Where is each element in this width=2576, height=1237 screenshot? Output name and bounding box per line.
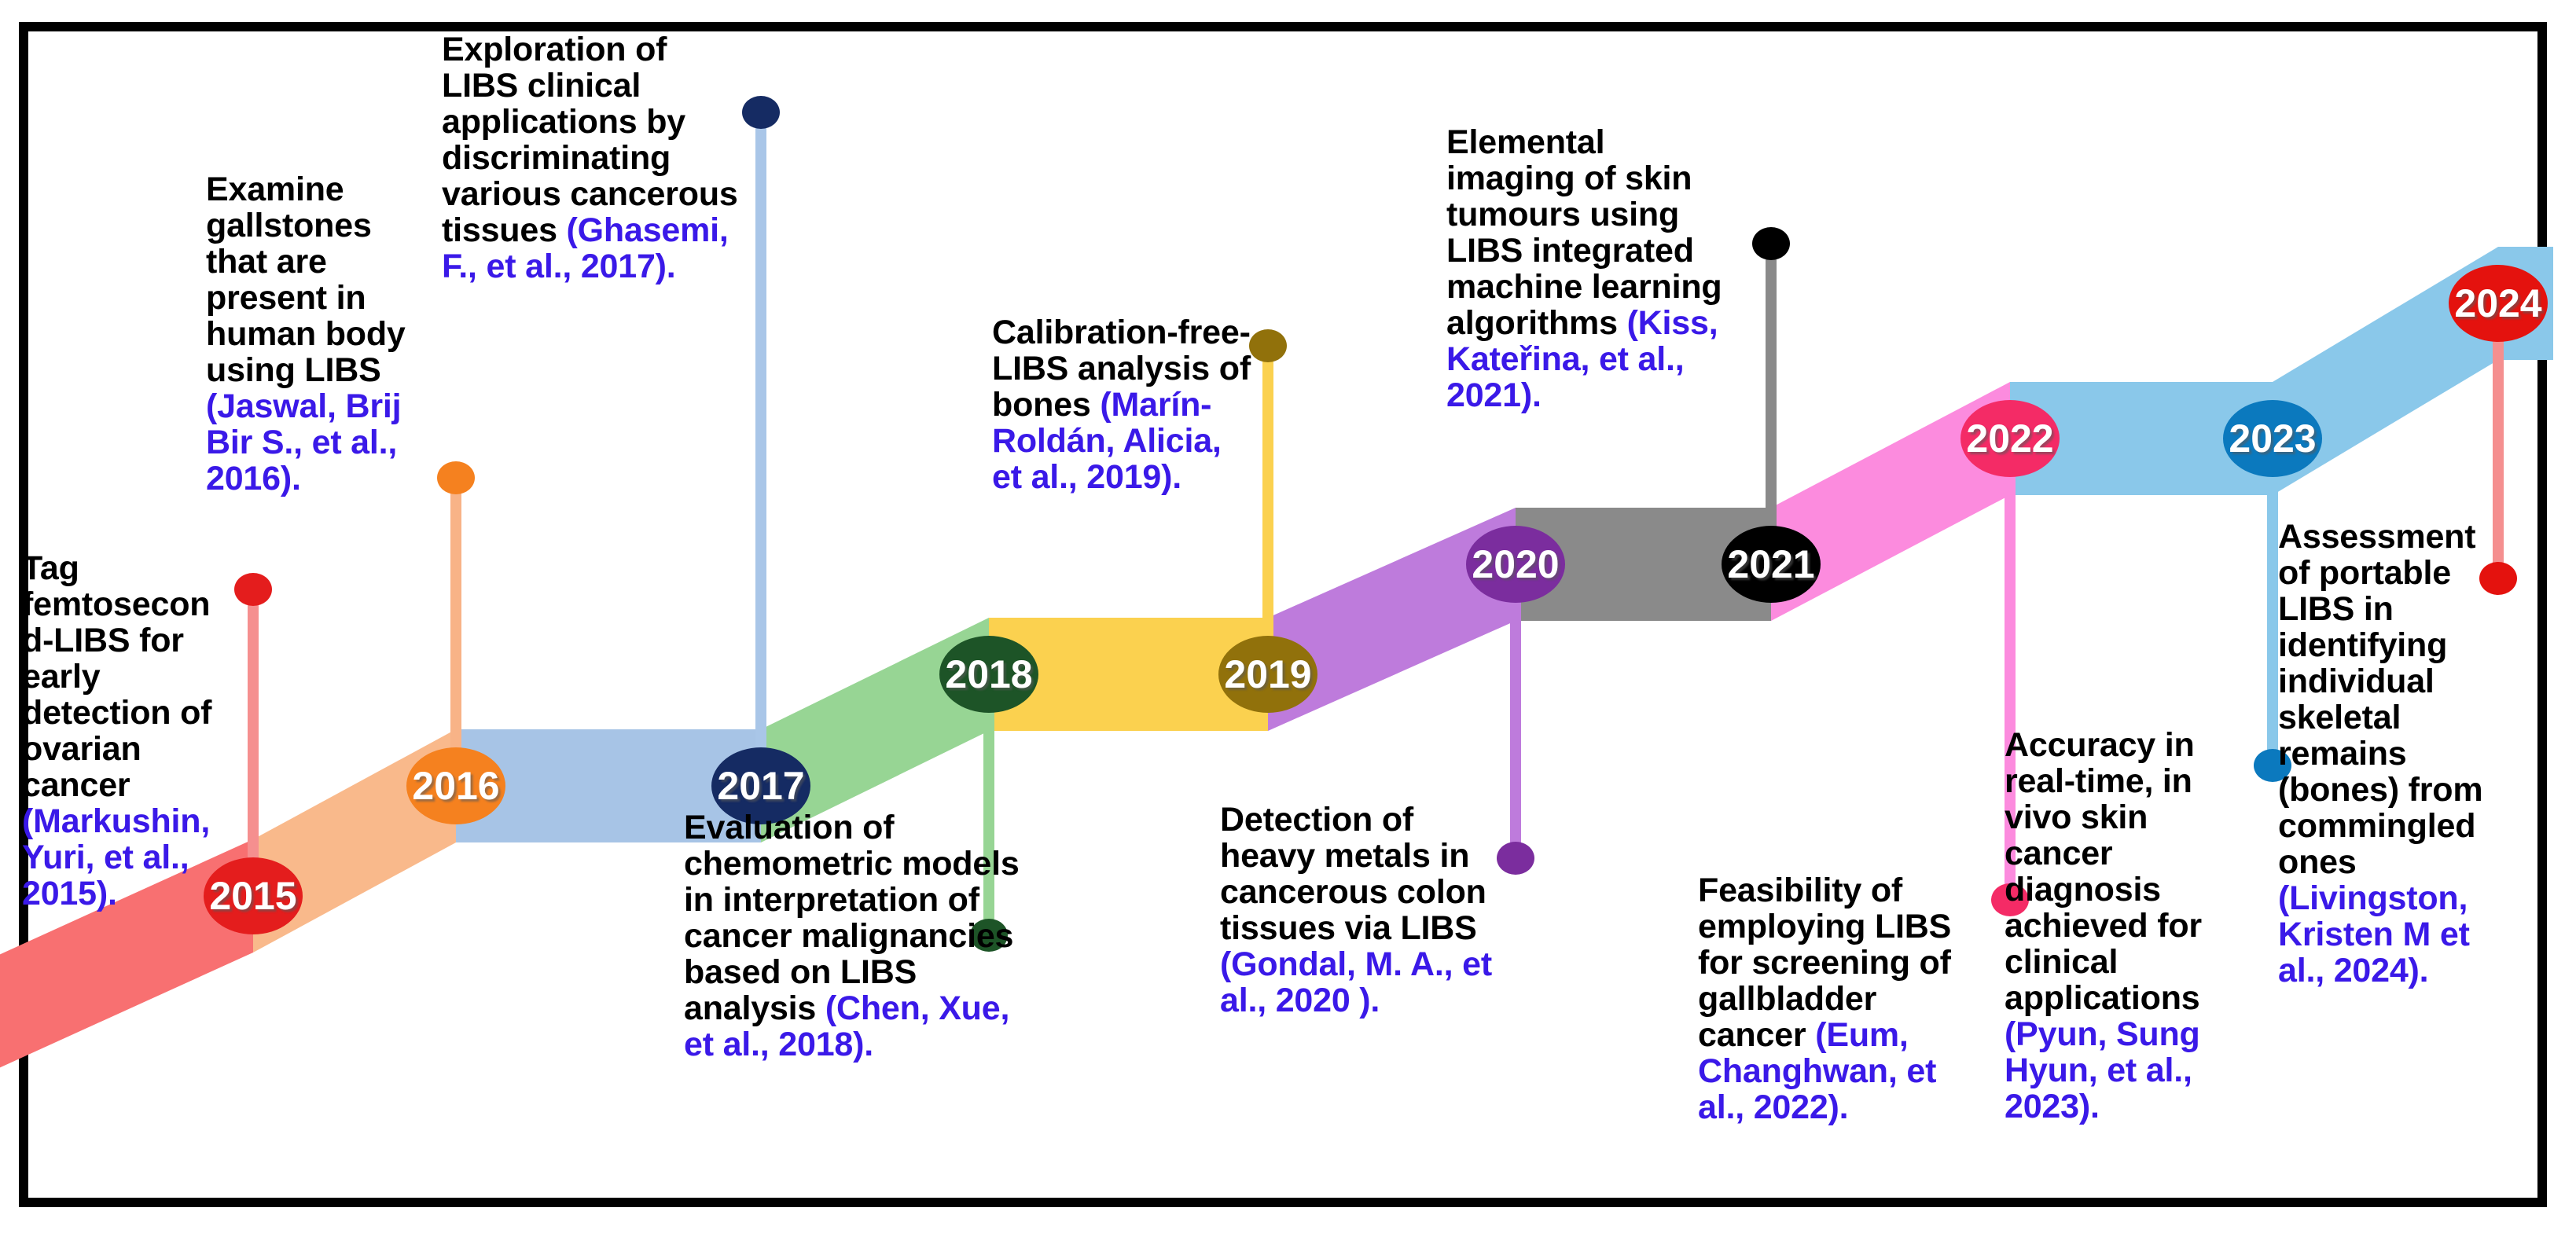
ribbon-2021-to-2022: [1771, 382, 2010, 621]
milestone-title-2024: Assessment of portable LIBS in identifyi…: [2278, 518, 2483, 881]
stem-2020: [1510, 564, 1521, 858]
milestone-title-2018: Evaluation of chemometric models in inte…: [684, 809, 1020, 1027]
stem-2019: [1262, 346, 1273, 674]
milestone-description-2018: Evaluation of chemometric models in inte…: [684, 809, 1023, 1063]
milestone-title-2016: Examine gallstones that are present in h…: [206, 171, 406, 389]
ribbon-2016-to-2017: [456, 729, 761, 842]
milestone-title-2020: Detection of heavy metals in cancerous c…: [1220, 801, 1486, 947]
milestone-description-2016: Examine gallstones that are present in h…: [206, 171, 442, 497]
milestone-citation-2021: (Kiss, Kateřina, et al., 2021).: [1446, 304, 1718, 414]
stem-2024: [2493, 303, 2504, 578]
marker-dot-2017[interactable]: [742, 96, 780, 129]
stem-2015: [248, 589, 259, 896]
marker-dot-2024[interactable]: [2479, 562, 2517, 595]
milestone-description-2023: Accuracy in real-time, in vivo skin canc…: [2005, 727, 2264, 1125]
milestone-description-2024: Assessment of portable LIBS in identifyi…: [2278, 519, 2484, 989]
milestone-citation-2016: (Jaswal, Brij Bir S., et al., 2016).: [206, 387, 402, 497]
stem-2023: [2267, 439, 2278, 765]
ribbon-2023-to-2024: [2273, 247, 2498, 495]
milestone-description-2020: Detection of heavy metals in cancerous c…: [1220, 802, 1511, 1019]
marker-dot-2019[interactable]: [1249, 329, 1287, 362]
milestone-citation-2018: (Chen, Xue, et al., 2018).: [684, 989, 1010, 1063]
stem-2018: [983, 674, 994, 935]
ribbon-2018-to-2019: [989, 618, 1268, 731]
year-node-2015[interactable]: [204, 857, 303, 934]
marker-dot-2022[interactable]: [1991, 883, 2029, 916]
year-node-2021[interactable]: [1722, 526, 1821, 603]
stem-2017: [755, 112, 766, 786]
year-node-2017[interactable]: [711, 747, 810, 824]
ribbon-2017-to-2018: [761, 618, 989, 842]
milestone-title-2017: Exploration of LIBS clinical application…: [442, 31, 738, 249]
milestone-title-2021: Elemental imaging of skin tumours using …: [1446, 123, 1722, 342]
marker-dot-2023[interactable]: [2254, 749, 2291, 782]
marker-dot-2020[interactable]: [1497, 842, 1534, 875]
milestone-citation-2024: (Livingston, Kristen M et al., 2024).: [2278, 879, 2470, 989]
ribbon-tail-start: [0, 839, 253, 1068]
year-node-2024[interactable]: [2449, 265, 2548, 342]
milestone-description-2021: Elemental imaging of skin tumours using …: [1446, 124, 1739, 413]
marker-dot-2015[interactable]: [234, 573, 272, 606]
milestone-description-2017: Exploration of LIBS clinical application…: [442, 31, 739, 284]
year-node-2019[interactable]: [1218, 636, 1317, 713]
year-node-2022[interactable]: [1960, 400, 2060, 477]
milestone-title-2015: Tag femtosecond-LIBS for early detection…: [22, 549, 212, 804]
year-node-2018[interactable]: [939, 636, 1038, 713]
milestone-citation-2020: (Gondal, M. A., et al., 2020 ).: [1220, 945, 1492, 1019]
year-node-2020[interactable]: [1466, 526, 1565, 603]
marker-dot-2018[interactable]: [970, 919, 1008, 952]
ribbon-2022-to-2023: [2010, 382, 2273, 495]
milestone-citation-2023: (Pyun, Sung Hyun, et al., 2023).: [2005, 1015, 2200, 1125]
milestone-citation-2017: (Ghasemi, F., et al., 2017).: [442, 211, 729, 285]
marker-dot-2021[interactable]: [1752, 227, 1790, 260]
ribbon-2020-to-2021: [1516, 508, 1771, 621]
milestone-title-2023: Accuracy in real-time, in vivo skin canc…: [2005, 726, 2202, 1017]
milestone-citation-2015: (Markushin, Yuri, et al., 2015).: [22, 802, 211, 912]
year-node-2016[interactable]: [406, 747, 505, 824]
milestone-description-2019: Calibration-free-LIBS analysis of bones …: [992, 314, 1259, 495]
milestone-citation-2022: (Eum, Changhwan, et al., 2022).: [1698, 1016, 1937, 1126]
milestone-description-2022: Feasibility of employing LIBS for screen…: [1698, 872, 1970, 1125]
milestone-description-2015: Tag femtosecond-LIBS for early detection…: [22, 550, 219, 912]
stem-2016: [450, 478, 461, 786]
milestone-citation-2019: (Marín-Roldán, Alicia, et al., 2019).: [992, 386, 1222, 496]
ribbon-2015-to-2016: [253, 729, 456, 953]
year-node-2023[interactable]: [2223, 400, 2322, 477]
marker-dot-2016[interactable]: [437, 461, 475, 494]
ribbon-2019-to-2020: [1268, 508, 1516, 731]
stem-2022: [2005, 439, 2016, 900]
milestone-title-2022: Feasibility of employing LIBS for screen…: [1698, 872, 1952, 1054]
milestone-title-2019: Calibration-free-LIBS analysis of bones: [992, 314, 1251, 424]
stem-2021: [1766, 244, 1777, 564]
